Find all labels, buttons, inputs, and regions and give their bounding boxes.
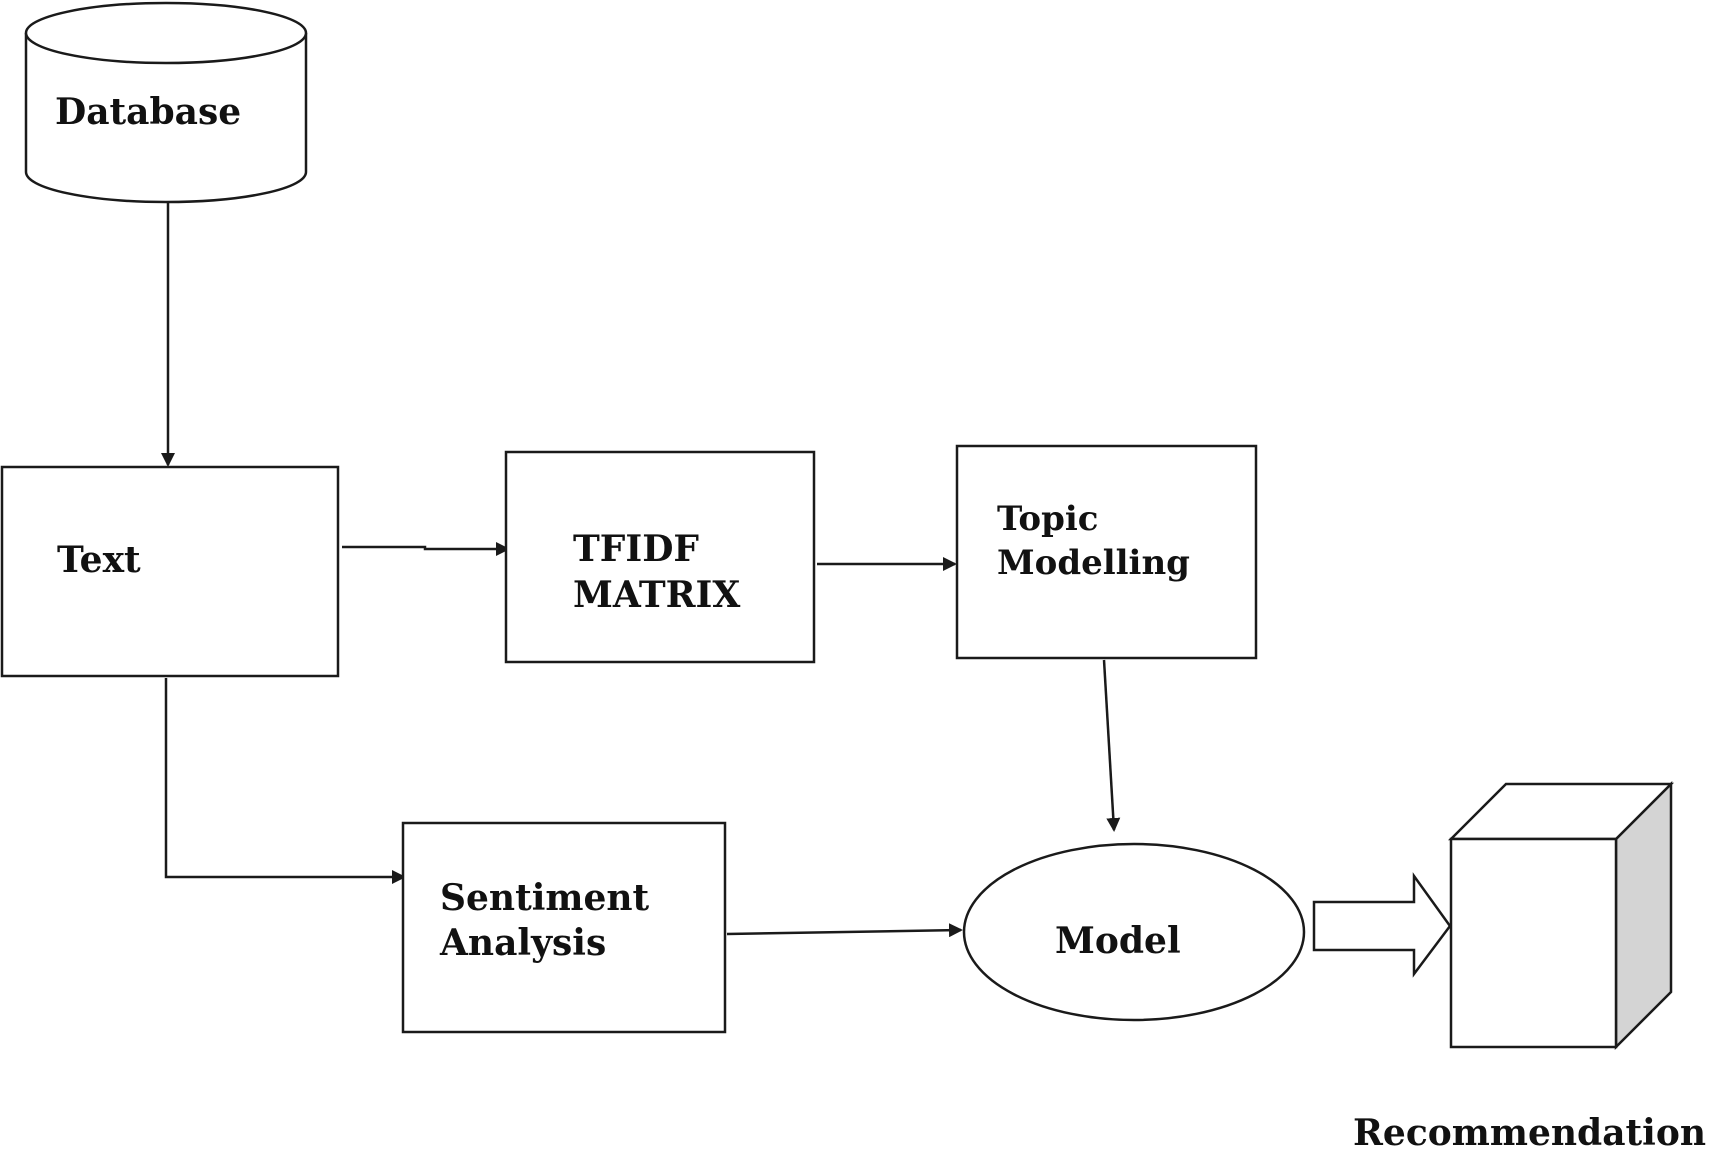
tfidf-box xyxy=(504,450,816,664)
sentiment-label-line1: Sentiment xyxy=(440,877,650,919)
topic-label-line2: Modelling xyxy=(997,543,1190,583)
tfidf-label-line2: MATRIX xyxy=(573,574,740,616)
sentiment-label-line2: Analysis xyxy=(439,922,606,964)
cube-front-face xyxy=(1449,837,1618,1049)
database-cylinder-top xyxy=(24,1,308,65)
model-node: Model xyxy=(962,842,1306,1022)
sentiment-node: Sentiment Analysis xyxy=(401,821,727,1034)
database-label: Database xyxy=(55,91,241,133)
database-node: Database xyxy=(24,1,308,204)
recommendation-cube xyxy=(1447,780,1675,1051)
tfidf-label-line1: TFIDF xyxy=(573,528,699,570)
topic-box xyxy=(955,444,1258,660)
text-label: Text xyxy=(57,539,141,581)
database-cylinder-body xyxy=(24,33,308,204)
topic-label-line1: Topic xyxy=(997,499,1098,539)
sentiment-box xyxy=(401,821,727,1034)
block-arrow-model-recommendation xyxy=(1312,872,1452,978)
text-box xyxy=(0,465,340,678)
text-node: Text xyxy=(0,465,340,678)
recommendation-label: Recommendation xyxy=(1353,1112,1706,1154)
topic-node: Topic Modelling xyxy=(955,444,1258,660)
model-label: Model xyxy=(1055,920,1181,962)
edge-sentiment-model xyxy=(726,923,963,938)
edge-topic-model xyxy=(1102,659,1121,832)
edge-text-tfidf xyxy=(342,542,510,556)
model-ellipse xyxy=(962,842,1306,1022)
tfidf-node: TFIDF MATRIX xyxy=(504,450,816,664)
edge-text-sentiment xyxy=(164,678,406,884)
